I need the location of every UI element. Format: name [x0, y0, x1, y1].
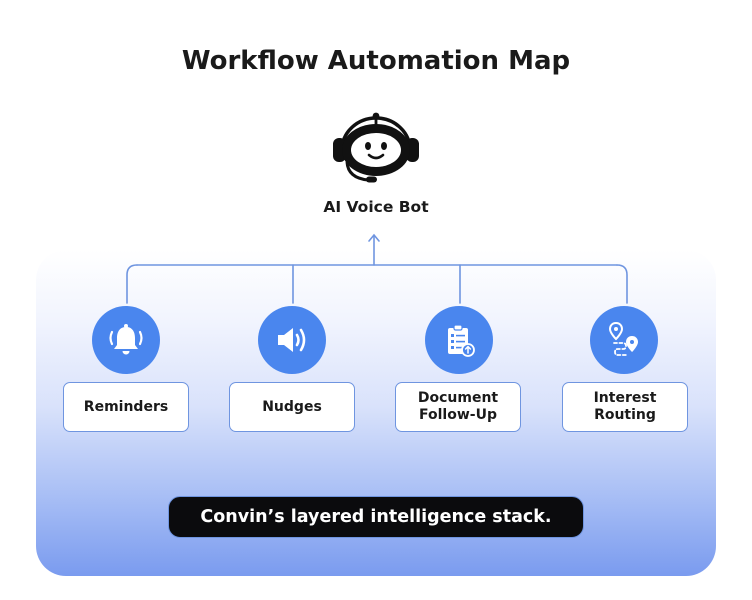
speaker-icon — [278, 328, 306, 352]
connector-left-curve — [126, 264, 138, 304]
page-title: Workflow Automation Map — [181, 46, 571, 76]
route-pins-icon — [608, 321, 638, 356]
interest-routing-box: Interest Routing — [562, 382, 688, 432]
nudges-box: Nudges — [229, 382, 355, 432]
document-checklist-icon — [448, 324, 475, 357]
robot-headset-icon — [333, 112, 419, 183]
connector-right-curve — [616, 264, 628, 304]
reminders-box: Reminders — [63, 382, 189, 432]
document-follow-up-box: Document Follow-Up — [395, 382, 521, 432]
nudges-icon-circle — [258, 306, 326, 374]
footer-banner: Convin’s layered intelligence stack. — [168, 496, 584, 538]
connector-arrowhead — [368, 233, 380, 242]
routing-icon-circle — [590, 306, 658, 374]
document-icon-circle — [425, 306, 493, 374]
bell-icon — [109, 324, 143, 355]
root-node-label: AI Voice Bot — [323, 198, 429, 216]
reminders-icon-circle — [92, 306, 160, 374]
